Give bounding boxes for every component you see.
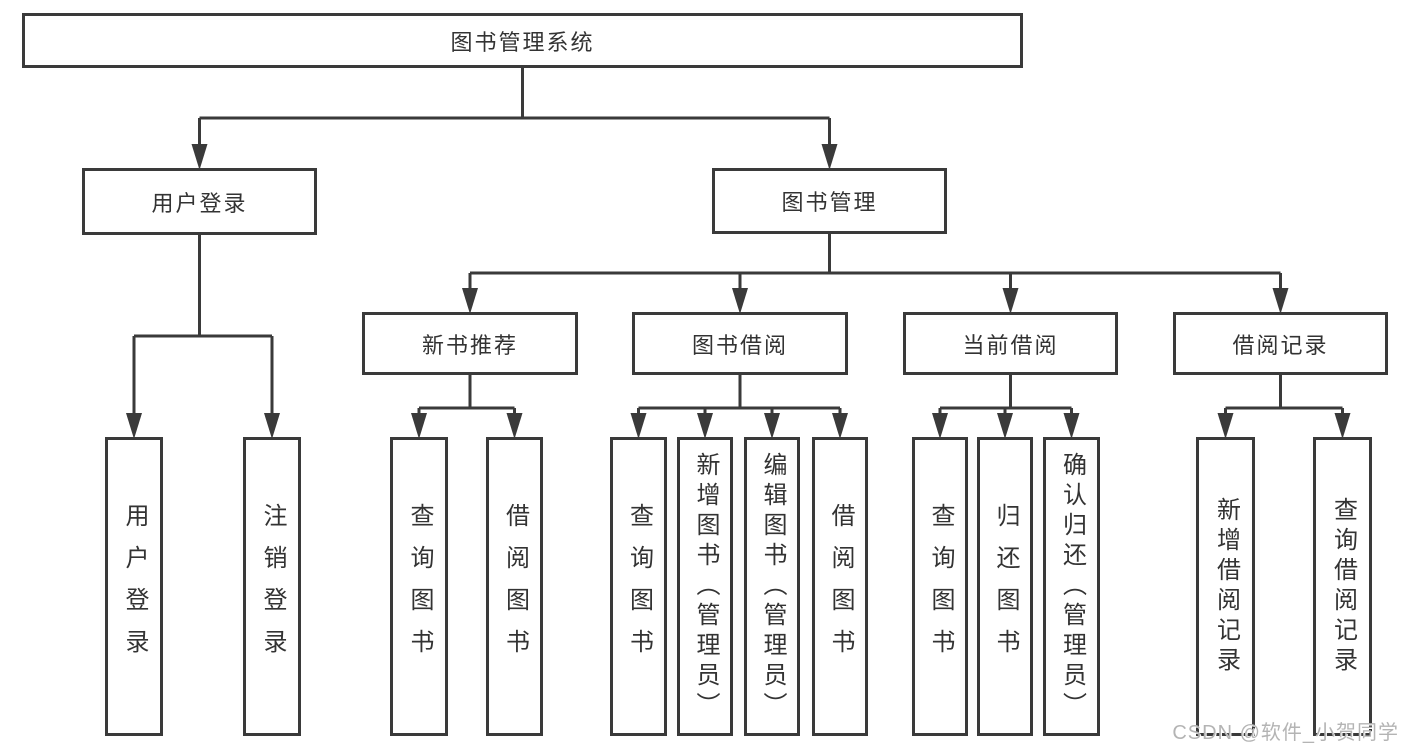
arrowhead-icon [821,144,838,170]
arrowhead-icon [411,413,427,439]
node-borrow-records: 借阅记录 [1173,312,1388,375]
node-login-user: 用户登录 [105,437,163,736]
node-nb-query: 查询图书 [390,437,448,736]
node-br-add: 新增借阅记录 [1196,437,1255,736]
node-book-borrow: 图书借阅 [632,312,848,375]
node-new-book: 新书推荐 [362,312,578,375]
arrowhead-icon [1002,288,1019,314]
arrowhead-icon [1063,413,1080,439]
node-login: 用户登录 [82,168,317,235]
node-bb-borrow: 借阅图书 [812,437,868,736]
arrowhead-icon [506,413,523,439]
node-nb-borrow: 借阅图书 [486,437,543,736]
node-br-query: 查询借阅记录 [1313,437,1372,736]
arrowhead-icon [1334,413,1351,439]
arrowhead-icon [697,413,713,439]
arrowhead-icon [732,288,748,314]
arrowhead-icon [462,288,478,314]
arrowhead-icon [630,413,647,439]
arrowhead-icon [1217,413,1234,439]
node-cb-return: 归还图书 [977,437,1033,736]
arrowhead-icon [997,413,1013,439]
arrowhead-icon [932,413,948,439]
node-cb-query: 查询图书 [912,437,968,736]
node-root: 图书管理系统 [22,13,1023,68]
node-book-mgmt: 图书管理 [712,168,947,234]
node-bb-edit: 编辑图书（管理员） [744,437,800,736]
arrowhead-icon [126,413,142,439]
arrowhead-icon [764,413,780,439]
arrowhead-icon [264,413,280,439]
node-bb-add: 新增图书（管理员） [677,437,733,736]
arrowhead-icon [832,413,848,439]
node-bb-query: 查询图书 [610,437,667,736]
arrowhead-icon [1272,288,1289,314]
node-cb-confirm: 确认归还（管理员） [1043,437,1100,736]
node-current-borrow: 当前借阅 [903,312,1118,375]
watermark: CSDN @软件_小贺同学 [1172,722,1399,744]
arrowhead-icon [191,144,208,170]
node-login-logout: 注销登录 [243,437,301,736]
